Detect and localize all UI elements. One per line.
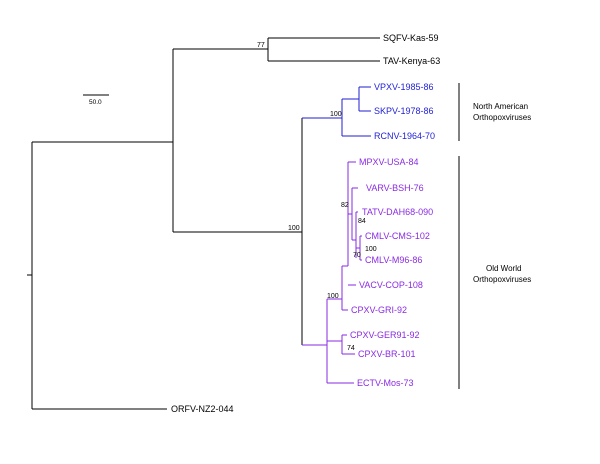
scale-bar-label: 50.0 bbox=[89, 99, 102, 106]
bootstrap-100-cpx: 100 bbox=[327, 293, 339, 300]
taxon-ectv: ECTV-Mos-73 bbox=[357, 378, 414, 388]
group-label-ow-line1: Old World bbox=[486, 264, 521, 273]
taxon-rcnv: RCNV-1964-70 bbox=[374, 131, 435, 141]
taxon-cpxv-br: CPXV-BR-101 bbox=[358, 349, 416, 359]
group-label-ow-line2: Orthopoxviruses bbox=[473, 275, 531, 284]
taxon-cmlv-cms: CMLV-CMS-102 bbox=[365, 231, 430, 241]
bootstrap-82: 82 bbox=[341, 202, 349, 209]
taxon-sqfv: SQFV-Kas-59 bbox=[383, 33, 439, 43]
taxon-labels: SQFV-Kas-59 TAV-Kenya-63 VPXV-1985-86 SK… bbox=[171, 33, 440, 414]
bootstrap-100-cmlv: 100 bbox=[365, 246, 377, 253]
taxon-tatv: TATV-DAH68-090 bbox=[362, 207, 433, 217]
taxon-cpxv-gri: CPXV-GRI-92 bbox=[351, 305, 407, 315]
bootstrap-values: 77 100 100 100 82 84 100 70 74 bbox=[257, 42, 377, 352]
group-label-na-line1: North American bbox=[473, 102, 528, 111]
black-branches bbox=[27, 37, 380, 410]
old-world-branches bbox=[302, 161, 362, 384]
north-american-branches bbox=[302, 86, 371, 137]
taxon-cpxv-ger: CPXV-GER91-92 bbox=[350, 330, 420, 340]
group-brackets: North American Orthopoxviruses Old World… bbox=[458, 83, 531, 389]
taxon-tav: TAV-Kenya-63 bbox=[383, 56, 440, 66]
bootstrap-70: 70 bbox=[353, 252, 361, 259]
bootstrap-74: 74 bbox=[347, 345, 355, 352]
taxon-orfv: ORFV-NZ2-044 bbox=[171, 404, 234, 414]
bootstrap-100-na: 100 bbox=[330, 111, 342, 118]
scale-bar: 50.0 bbox=[83, 94, 109, 106]
group-label-na-line2: Orthopoxviruses bbox=[473, 113, 531, 122]
taxon-vacv: VACV-COP-108 bbox=[359, 280, 423, 290]
taxon-mpxv: MPXV-USA-84 bbox=[359, 157, 419, 167]
taxon-cmlv-m96: CMLV-M96-86 bbox=[365, 255, 422, 265]
bootstrap-100-ortho: 100 bbox=[288, 225, 300, 232]
taxon-vpxv: VPXV-1985-86 bbox=[374, 82, 434, 92]
bootstrap-84: 84 bbox=[358, 218, 366, 225]
bootstrap-77: 77 bbox=[257, 42, 265, 49]
taxon-varv: VARV-BSH-76 bbox=[366, 183, 424, 193]
taxon-skpv: SKPV-1978-86 bbox=[374, 106, 434, 116]
